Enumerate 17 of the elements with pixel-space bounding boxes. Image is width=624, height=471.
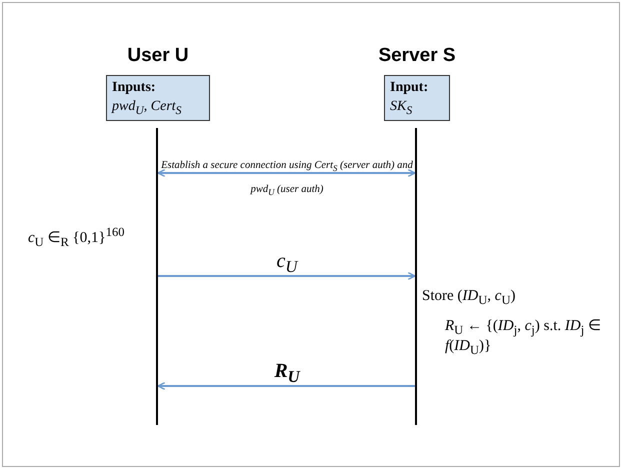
input-list: pwd$_{U}$, Cert$_{S}$ [112,97,204,120]
lifeline [415,128,417,425]
arrow [157,168,416,178]
math-note: Store (ID$_{U}$, c$_{U}$) [422,288,516,308]
box-heading: Inputs: [112,79,157,97]
edge-label: Establish a secure connection using Cert$_{S}$ (server auth) and pwd$_{U}$ (user auth) [160,159,414,200]
box-heading: Input: [390,79,430,97]
arrow [158,272,416,280]
participant-name: User U [126,45,190,67]
edge-label: R$_{U}$ [273,360,302,388]
lifeline [156,128,158,425]
participant-name: Server S [377,45,457,67]
arrow [157,382,415,390]
edge-label: c$_{U}$ [276,250,300,278]
math-note: c$_{U}$ ∈$_{R}$ {0,1}$^{160}$ [28,225,126,250]
math-note: R$_{U}$ ← {(ID$_{j}$, c$_{j}$) s.t. ID$_{j}$ ∈ f(ID$_{U}$)} [445,317,602,358]
input-list: SK$_{S}$ [390,97,444,120]
